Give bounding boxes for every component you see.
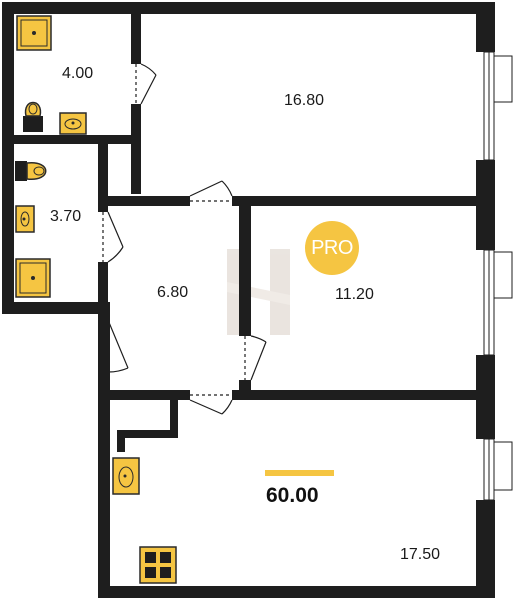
toilet-icon <box>23 101 43 132</box>
door-kitchen <box>189 394 233 415</box>
sink-icon <box>112 457 140 495</box>
window-middle <box>483 249 513 356</box>
total-area-accent-bar <box>265 470 334 476</box>
shower-tray-icon <box>16 15 52 51</box>
stove-icon <box>139 546 177 584</box>
toilet-icon <box>15 161 47 181</box>
total-area: 60.00 <box>266 484 319 507</box>
room-area-bedroom-top: 16.80 <box>284 92 325 109</box>
window-top <box>483 51 513 161</box>
sink-icon <box>59 112 87 135</box>
door-bath-top <box>135 63 157 105</box>
doors <box>102 63 267 415</box>
walls <box>2 2 495 598</box>
window-bottom <box>483 438 513 501</box>
pro-badge: PRO <box>305 221 359 275</box>
h-logo-watermark <box>227 249 290 335</box>
room-area-bathroom-left: 3.70 <box>50 208 82 225</box>
room-area-bathroom-top: 4.00 <box>62 65 94 82</box>
room-area-bedroom-middle: 11.20 <box>335 286 374 303</box>
door-bedroom-middle <box>244 335 267 381</box>
windows <box>483 51 513 501</box>
room-area-hallway: 6.80 <box>157 284 189 301</box>
pro-badge-text: PRO <box>311 236 353 259</box>
door-bath-left <box>102 211 124 263</box>
door-hall-lower <box>102 319 129 373</box>
room-area-kitchen-living: 17.50 <box>400 546 441 563</box>
sink-icon <box>15 205 35 233</box>
door-bedroom-top <box>189 180 233 202</box>
shower-tray-icon <box>15 258 51 298</box>
